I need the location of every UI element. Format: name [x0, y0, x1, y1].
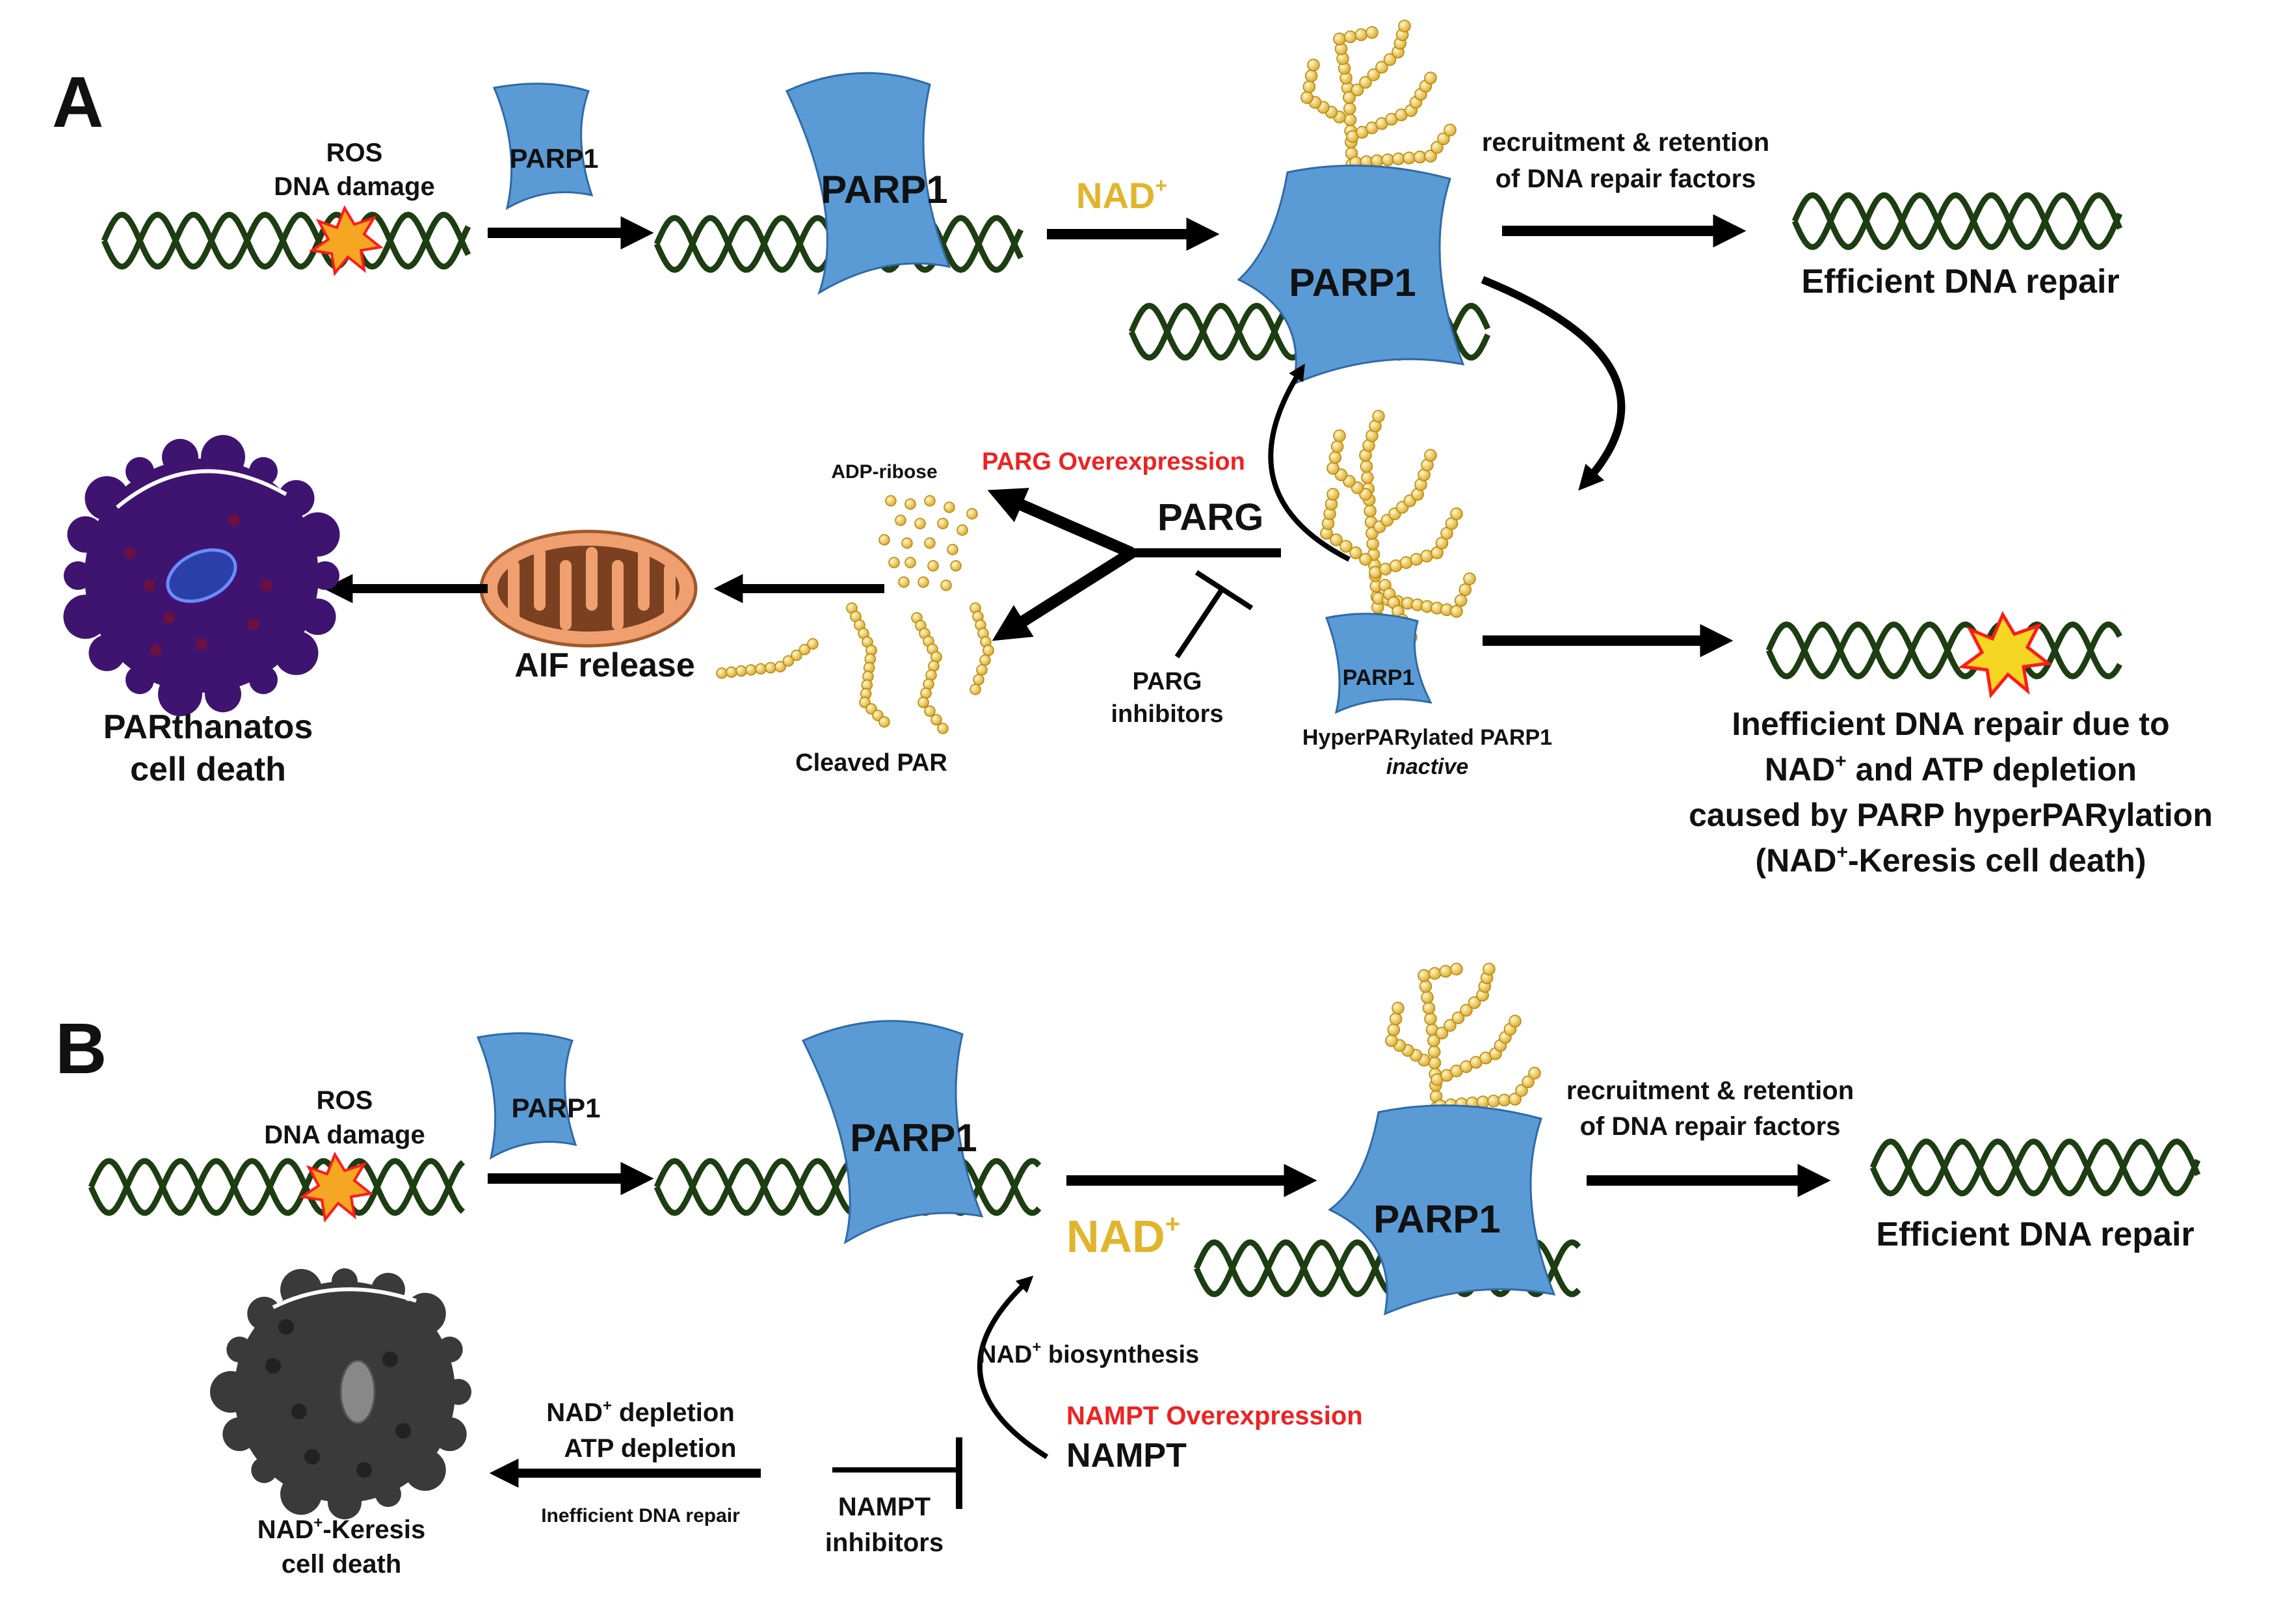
- dna-damage-label-b: DNA damage: [264, 1121, 425, 1149]
- dna-helix-a-damaged: [101, 211, 471, 270]
- parp1-bound-shape-a: [785, 72, 951, 295]
- recruit-line2-b: of DNA repair factors: [1580, 1112, 1841, 1141]
- adp-ribose-label: ADP-ribose: [831, 461, 937, 483]
- damage-star-icon: [1958, 611, 2053, 699]
- nad-depletion-label: NAD+ depletion: [546, 1397, 735, 1427]
- nampt-inhib-line1: NAMPT: [838, 1493, 930, 1521]
- parthanatos-cell-icon: [63, 434, 340, 717]
- damage-star-icon: [298, 1151, 374, 1223]
- nampt-inhib-line2: inhibitors: [825, 1528, 943, 1557]
- dna-helix-a-repaired: [1791, 192, 2123, 250]
- keresis-line2: cell death: [282, 1550, 402, 1579]
- parg-branch-down: [992, 548, 1135, 641]
- dna-damage-label-a: DNA damage: [274, 172, 434, 201]
- aif-release-label: AIF release: [514, 647, 695, 684]
- parp1-bound-label-a: PARP1: [821, 168, 948, 211]
- parg-inhib-line2: inhibitors: [1111, 700, 1223, 728]
- par-chain-hyper-a: [1320, 410, 1476, 644]
- damage-star-icon: [308, 205, 384, 276]
- keresis-cell-icon: [210, 1268, 471, 1519]
- dna-helix-a-damaged-right: [1765, 621, 2122, 680]
- atp-depletion-label: ATP depletion: [564, 1434, 736, 1463]
- parg-branch-up: [987, 488, 1134, 559]
- recruit-line1-a: recruitment & retention: [1482, 128, 1769, 157]
- parp1-parylated-label-a: PARP1: [1289, 261, 1416, 304]
- parg-overexpression-label: PARG Overexpression: [982, 448, 1245, 475]
- parthanatos-line1: PARthanatos: [103, 708, 313, 746]
- parp1-parylated-shape-a: [1237, 165, 1465, 386]
- nad-label-b: NAD+: [1066, 1210, 1180, 1262]
- ineff-line1-a: Inefficient DNA repair due to: [1732, 706, 2169, 742]
- panel-a-letter: A: [52, 62, 103, 142]
- parp1-free-shape-b: [476, 1032, 577, 1160]
- parg-label: PARG: [1157, 496, 1263, 539]
- curved-arrow-to-hyper: [1481, 276, 1626, 491]
- parp1-hyper-label-a: PARP1: [1343, 665, 1415, 690]
- parg-inhib-line1: PARG: [1133, 668, 1202, 695]
- mitochondrion-icon: [479, 529, 698, 648]
- parp1-parylated-shape-b: [1328, 1104, 1556, 1316]
- dna-helix-b-repaired: [1869, 1138, 2201, 1197]
- parp1-free-shape-a: [492, 83, 594, 211]
- parp1-bound-label-b: PARP1: [850, 1116, 977, 1160]
- parp1-free-label-b: PARP1: [512, 1093, 601, 1123]
- ineff-line3-a: caused by PARP hyperPARylation: [1689, 797, 2213, 833]
- nampt-label: NAMPT: [1066, 1437, 1187, 1474]
- parp1-hyper-shape-a: [1325, 613, 1432, 714]
- ineff-line2-a: NAD+ and ATP depletion: [1765, 751, 2137, 788]
- nad-label-a: NAD+: [1076, 174, 1167, 216]
- panel-b-letter: B: [55, 1009, 107, 1089]
- ros-label-a: ROS: [326, 139, 383, 167]
- nad-biosynthesis-arrow: [977, 1275, 1049, 1460]
- keresis-line1: NAD+-Keresis: [257, 1514, 426, 1544]
- parp1-free-label-a: PARP1: [510, 143, 599, 174]
- parp1-bound-shape-b: [801, 1020, 984, 1245]
- parthanatos-line2: cell death: [130, 751, 286, 788]
- cleaved-par-chains: [716, 602, 994, 734]
- parp1-parylated-label-b: PARP1: [1373, 1197, 1501, 1241]
- par-chain-top-a: [1300, 20, 1457, 182]
- efficient-repair-label-a: Efficient DNA repair: [1801, 263, 2119, 300]
- adp-ribose-dots: [878, 495, 978, 591]
- ros-label-b: ROS: [317, 1086, 373, 1115]
- recruit-line1-b: recruitment & retention: [1566, 1076, 1854, 1105]
- hyper-line2-a: inactive: [1386, 754, 1469, 779]
- parg-inhibitor-line: [1174, 587, 1225, 659]
- nampt-overexpression-label: NAMPT Overexpression: [1066, 1402, 1363, 1430]
- curved-arrow-back: [1268, 364, 1351, 562]
- recruit-line2-a: of DNA repair factors: [1496, 165, 1756, 193]
- efficient-repair-label-b: Efficient DNA repair: [1876, 1216, 2194, 1253]
- cleaved-par-label: Cleaved PAR: [795, 749, 947, 777]
- inefficient-small-label: Inefficient DNA repair: [541, 1505, 740, 1526]
- parg-inhibitor-bar: [1194, 570, 1254, 611]
- dna-helix-b-damaged: [88, 1158, 466, 1216]
- ineff-line4-a: (NAD+-Keresis cell death): [1755, 842, 2146, 879]
- par-chain-top-b: [1385, 963, 1541, 1125]
- hyper-line1-a: HyperPARylated PARP1: [1302, 725, 1552, 750]
- nad-biosynthesis-label: NAD+ biosynthesis: [979, 1339, 1199, 1368]
